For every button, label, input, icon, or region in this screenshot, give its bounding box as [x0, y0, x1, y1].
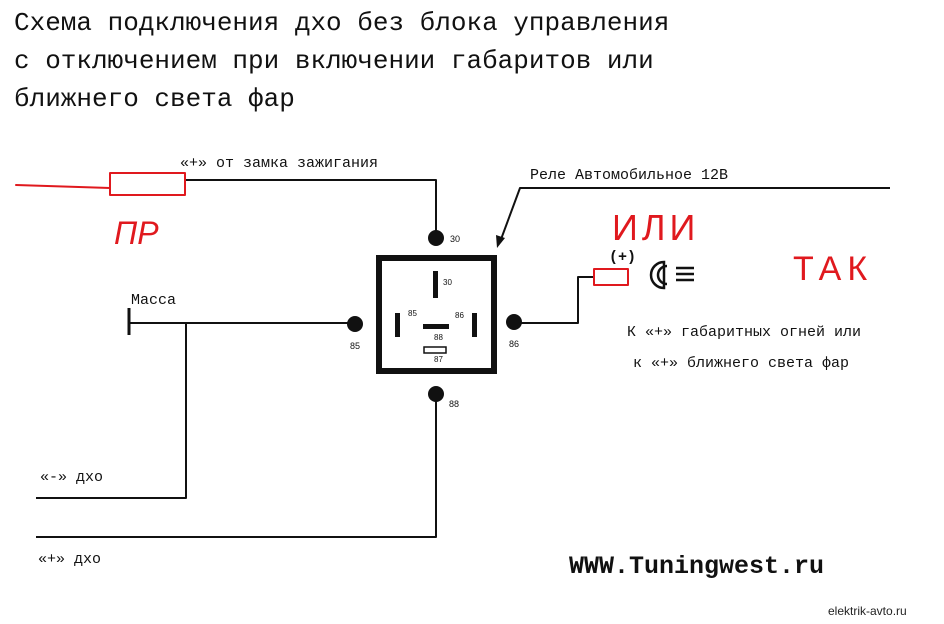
relay-inner-88-label: 88: [434, 333, 443, 342]
pin-30-dot: [428, 230, 444, 246]
relay-inner-86-label: 86: [455, 311, 464, 320]
relay-pointer-line: [499, 187, 890, 243]
pin-85-dot: [347, 316, 363, 332]
pin-86-dot: [506, 314, 522, 330]
relay-inner-85-label: 85: [408, 309, 417, 318]
parking-lights-label: К «+» габаритных огней или: [627, 324, 862, 341]
relay-inner-30-label: 30: [443, 278, 452, 287]
pin-86-label: 86: [509, 339, 520, 349]
relay-inner-87-label: 87: [434, 355, 443, 364]
ignition-wire: [185, 179, 437, 238]
title-line-2: с отключением при включении габаритов ил…: [14, 46, 654, 76]
pin-30-label: 30: [450, 234, 461, 244]
title-line-1: Схема подключения дхо без блока управлен…: [14, 8, 670, 38]
relay-label: Реле Автомобильное 12В: [530, 167, 729, 184]
relay-terminal-30: [433, 271, 438, 298]
relay-terminal-85: [395, 313, 400, 337]
handwritten-fuse-note: ПР: [114, 215, 159, 251]
pin-88-label: 88: [449, 399, 460, 409]
ignition-label: «+» от замка зажигания: [180, 155, 379, 172]
handwritten-fuse-right: [593, 268, 629, 286]
diagram-title: Схема подключения дхо без блока управлен…: [14, 4, 934, 118]
headlight-icon: [649, 260, 694, 290]
relay-terminal-86: [472, 313, 477, 337]
site-url: WWW.Tuningwest.ru: [569, 552, 825, 581]
pin-88-dot: [428, 386, 444, 402]
relay-terminal-88: [423, 324, 449, 329]
relay-pointer-arrow: [496, 235, 505, 248]
handwritten-or: ИЛИ: [612, 207, 699, 248]
ground-label: Масса: [131, 292, 177, 309]
handwritten-fuse-left: [109, 172, 186, 196]
title-line-3: ближнего света фар: [14, 84, 295, 114]
watermark: elektrik-avto.ru: [828, 604, 907, 618]
pin-85-label: 85: [350, 341, 361, 351]
drl-plus-label: «+» дхо: [38, 551, 102, 568]
headlight-wire: [514, 276, 594, 324]
drl-plus-wire: [36, 394, 437, 538]
relay-terminal-87: [423, 346, 447, 354]
drl-minus-label: «-» дхо: [40, 469, 104, 486]
drl-minus-wire: [36, 323, 187, 499]
low-beam-label: к «+» ближнего света фар: [633, 355, 850, 372]
handwritten-so: ТАК: [793, 250, 873, 288]
plus-sign-label: (+): [609, 249, 637, 266]
handwritten-fuse-wire: [15, 184, 111, 189]
